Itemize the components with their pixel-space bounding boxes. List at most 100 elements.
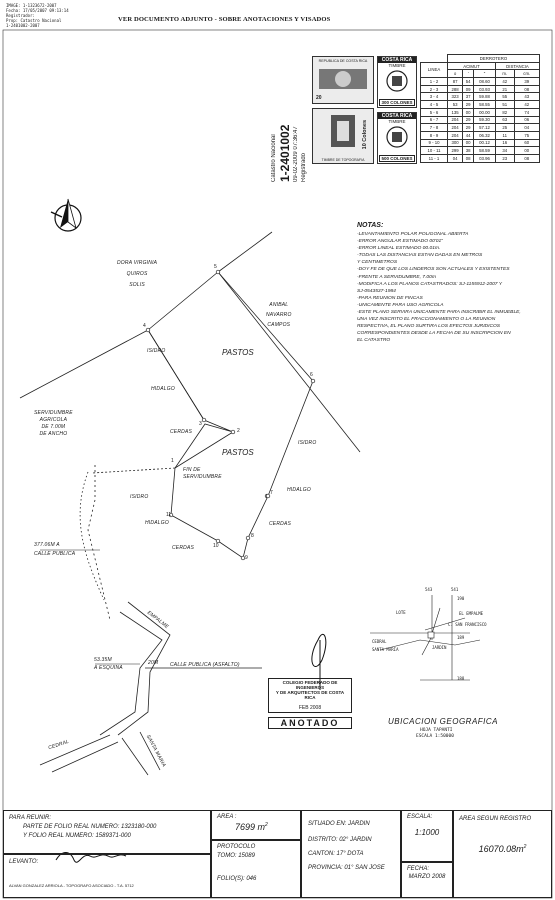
note-item: -DOY FE DE QUE LOS LINDEROS SON ACTUALES…	[357, 267, 510, 273]
canton: CANTON: 17° DOTA	[308, 851, 364, 857]
point-label-5: 5	[214, 264, 217, 270]
derrotero-cell: 23	[494, 153, 515, 163]
col-acimut: ACIMUT	[447, 61, 496, 71]
derrotero-cell: 2 - 3	[420, 84, 448, 94]
header-line: Prop: Catastro Nacional	[6, 18, 62, 23]
derrotero-cell: 06.32	[473, 130, 496, 140]
topografia-emblem-icon	[331, 115, 355, 147]
derrotero-cell: 08	[513, 153, 541, 163]
derrotero-cell: 1 - 2	[420, 77, 448, 86]
derrotero-cell: 21	[494, 84, 515, 94]
registro-label: AREA SEGUN REGISTRO	[459, 816, 532, 822]
pastos-label-1: PASTOS	[222, 348, 254, 357]
derrotero-cell: 59.30	[473, 115, 496, 125]
note-item: SJ-0543537-1984	[357, 288, 396, 294]
point-label-9: 9	[245, 555, 248, 561]
derrotero-cell: 08	[462, 153, 475, 163]
derrotero-cell: 42	[494, 77, 515, 86]
fecha-label: FECHA:	[407, 866, 430, 872]
neighbor-dora-3: SOLIS	[129, 282, 145, 288]
republica-label: REPUBLICA DE COSTA RICA	[318, 59, 368, 63]
distrito: DISTRITO: 02° JARDIN	[308, 837, 372, 843]
anotado-stamp: ANOTADO	[268, 717, 352, 729]
derrotero-cell: 10 - 11	[420, 146, 448, 155]
republica-emblem-icon	[319, 69, 367, 89]
derrotero-cell: 57.12	[473, 123, 496, 132]
derrotero-cell: 323	[446, 92, 464, 102]
neighbor-anibal: ANIBAL NAVARRO CAMPOS	[266, 300, 292, 330]
derrotero-cell: 29	[462, 123, 475, 132]
derrotero-cell: 29	[462, 100, 475, 109]
servidumbre-label: SERVIDUMBRE AGRICOLA DE 7.00m de ancho	[34, 410, 73, 438]
derrotero-cell: 00	[462, 138, 475, 148]
point-4	[145, 327, 151, 333]
derrotero-cell: 11 - 1	[420, 153, 448, 163]
boundary-ne	[217, 231, 273, 273]
derrotero-table: DERROTERO LINEA ACIMUT DISTANCIA o ' " m…	[420, 54, 541, 163]
situado-en: SITUADO EN: JARDIN	[308, 821, 370, 827]
line-3-4	[147, 329, 205, 421]
colegio-line1: COLEGIO FEDERADO DE INGENIEROS	[282, 680, 338, 690]
fin-serv-1: FIN DE	[183, 467, 201, 473]
derrotero-cell: 08.60	[473, 77, 496, 86]
header-line: Registrador:	[6, 13, 35, 18]
loc-jardin: JARDIN	[432, 645, 447, 650]
timbre-label-2: TIMBRE	[388, 119, 406, 124]
derrotero-cell: 00.12	[473, 138, 496, 148]
note-item: CORRESPONDIENTES DESDE LA FECHA DE SU IN…	[357, 331, 511, 337]
servidumbre-edge2	[79, 471, 105, 601]
derrotero-title: DERROTERO	[447, 54, 540, 63]
point-label-11: 11	[166, 512, 172, 518]
calle-publica-distance: 377.06m A CALLE PUBLICA	[34, 541, 75, 559]
loc-el-empalme: EL EMPALME	[459, 611, 484, 616]
para-reunir-label: PARA REUNIR:	[9, 815, 52, 821]
notes-title: NOTAS:	[357, 222, 384, 229]
derrotero-cell: 43	[513, 92, 541, 102]
derrotero-cell: 00	[462, 107, 475, 117]
road-cedral	[39, 734, 111, 766]
tb-protocolo: PROTOCOLO TOMO: 15089 FOLIO(S): 046	[211, 840, 301, 898]
road-left	[99, 611, 163, 736]
derrotero-cell: 09	[462, 84, 475, 94]
note-item: -TODAS LAS DISTANCIAS ESTAN DADAS EN MET…	[357, 253, 483, 259]
catastro-stamp: Catastro Nacional 1-2401002 09-02-2009 0…	[268, 60, 310, 182]
tb-levanto: LEVANTO: ALVAN GONZALEZ ARRIOLA - TOPOGR…	[3, 854, 211, 898]
loc-coord-190: 190	[457, 596, 465, 601]
derrotero-cell: 75	[513, 130, 541, 140]
tb-location: SITUADO EN: JARDIN DISTRITO: 02° JARDIN …	[301, 810, 401, 898]
timbre-shield-icon	[386, 126, 408, 148]
doc-header-info: IMAGE: 1-1323672-2007 Fecha: 17/05/2007 …	[6, 3, 101, 28]
calle-dist-1: 377.06m A	[34, 542, 60, 548]
sub-deg: o	[446, 69, 464, 79]
derrotero-cell: 53	[446, 100, 464, 109]
derrotero-cell: 8 - 9	[420, 130, 448, 140]
folio-1: PARTE DE FOLIO REAL NUMERO: 1323180-000	[23, 824, 157, 830]
timbre-label: TIMBRE	[388, 63, 406, 68]
timbre-shield-icon	[386, 70, 408, 92]
derrotero-cell: 29	[462, 115, 475, 125]
serv-2: AGRICOLA	[39, 417, 68, 423]
loc-coord-189: 189	[457, 635, 465, 640]
boundary-east	[217, 271, 361, 453]
isidro-label-3: ISIDRO	[130, 494, 149, 500]
sub-sec: "	[473, 69, 496, 79]
catastro-line1: Catastro Nacional	[271, 134, 277, 182]
folio-2: Y FOLIO REAL NUMERO: 1589371-000	[23, 833, 131, 839]
stamp-value-20: 20	[316, 95, 322, 101]
derrotero-cell: 54	[462, 77, 475, 86]
tb-reunir: PARA REUNIR: PARTE DE FOLIO REAL NUMERO:…	[3, 810, 211, 854]
derrotero-cell: 60	[513, 138, 541, 148]
timbre-value: 300 COLONES	[379, 99, 415, 106]
loc-san-francisco: C. SAN FRANCISCO	[448, 622, 487, 627]
derrotero-cell: 204	[446, 123, 464, 132]
derrotero-cell: 87	[446, 77, 464, 86]
cerdas-label-1: CERDAS	[170, 429, 193, 435]
hidalgo-label-1: HIDALGO	[151, 386, 175, 392]
side-10-colones: 10 Colones	[362, 120, 368, 150]
serv-4: de ancho	[39, 431, 68, 437]
point-label-7: 7	[270, 490, 273, 496]
catastro-datetime: 09-02-2009 07:36:47	[293, 126, 299, 182]
